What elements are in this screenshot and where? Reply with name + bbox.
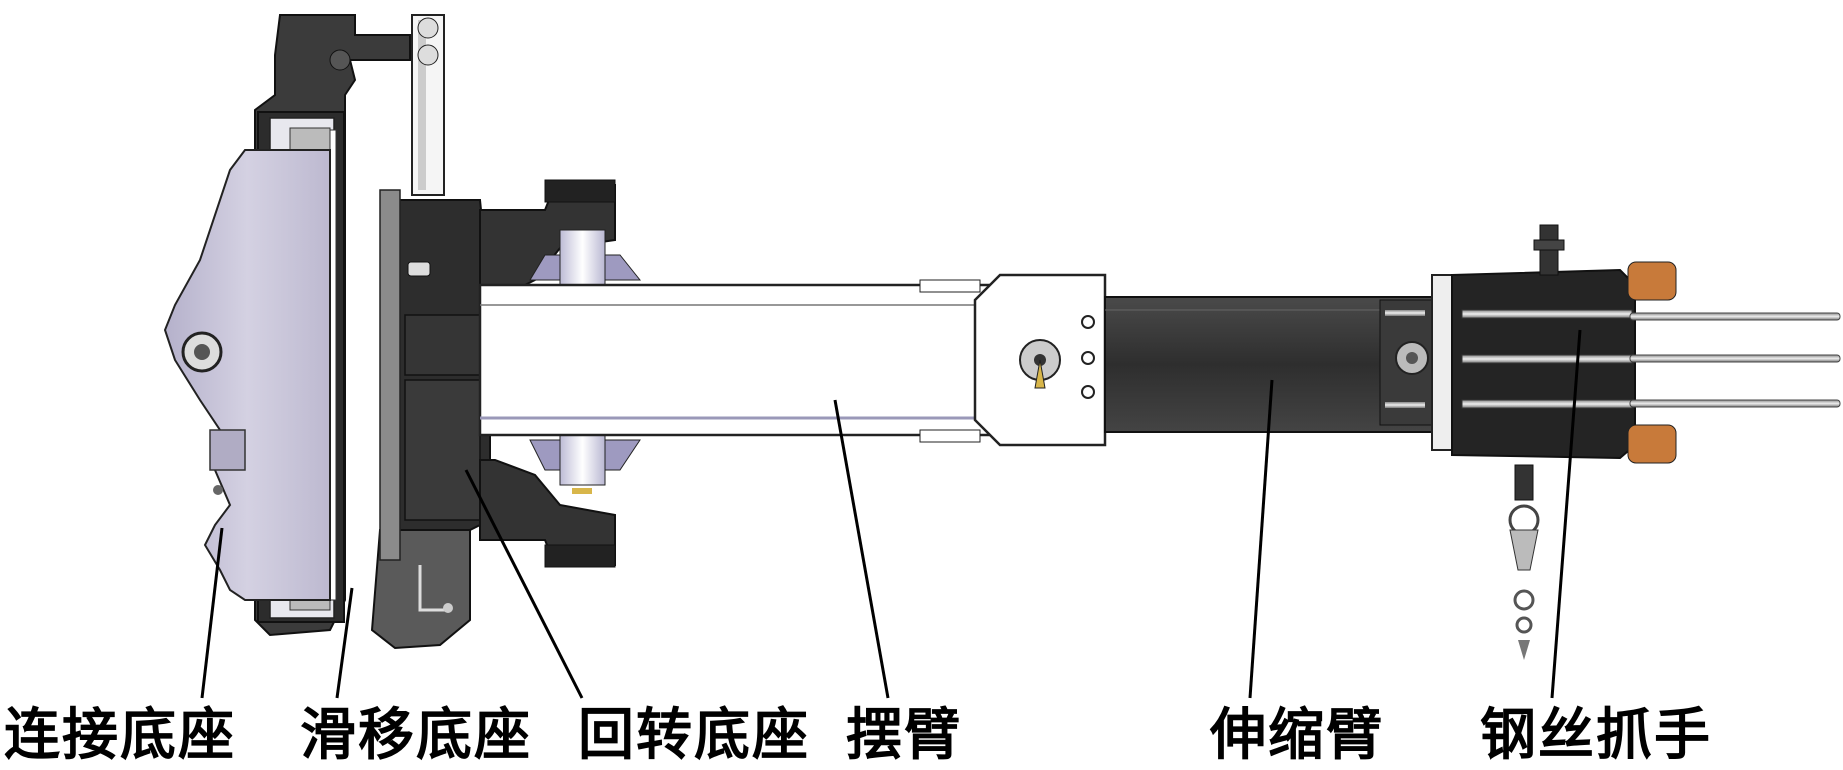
label-sliding-base: 滑移底座 [300,702,532,768]
leader-connection-base [200,527,224,699]
leader-sliding-base [335,587,354,699]
leader-lines [200,329,1582,699]
leader-wire-gripper [1550,329,1582,699]
rotary-base-part [370,189,491,650]
rod-part [411,14,445,196]
label-telescopic-arm: 伸缩臂 [1210,702,1384,768]
leader-rotary-base [464,469,584,699]
clevis-upper [479,179,642,301]
clevis-lower [479,429,641,568]
label-connection-base: 连接底座 [4,702,236,768]
swing-arm-part [478,273,1107,447]
leader-swing-arm [833,399,890,699]
label-swing-arm: 摆臂 [846,702,962,768]
label-rotary-base: 回转底座 [578,702,810,768]
label-wire-gripper: 钢丝抓手 [1480,702,1712,768]
wire-gripper-part [1431,224,1841,660]
leader-telescopic-arm [1248,379,1274,699]
connection-base-part [163,149,331,601]
